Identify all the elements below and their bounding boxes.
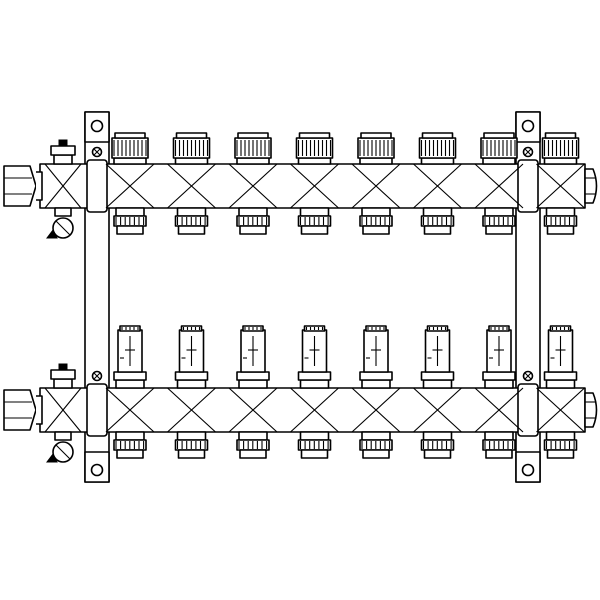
outlet-valve-body (228, 163, 278, 209)
outlet-connector (297, 207, 332, 235)
outlet-3 (228, 325, 278, 459)
bracket-clamp (517, 370, 539, 437)
outlet-5 (351, 325, 401, 459)
outlet-2 (167, 132, 216, 235)
outlet-connector (482, 431, 516, 459)
bracket-clamp (86, 370, 108, 437)
outlet-connector (236, 207, 270, 235)
outlet-valve-body (167, 163, 216, 209)
flow-meter (482, 325, 516, 389)
outlet-connector (359, 207, 393, 235)
outlet-valve-body (351, 387, 401, 433)
outlet-valve-body (290, 387, 339, 433)
rail-supply (3, 132, 598, 239)
outlet-4 (290, 325, 339, 459)
outlet-7 (474, 325, 524, 459)
valve-cap (111, 132, 149, 165)
valve-cap (295, 132, 334, 165)
flow-meter (359, 325, 393, 389)
inlet-valve-body (44, 387, 82, 433)
rail-body (39, 163, 586, 209)
flow-meter (420, 325, 455, 389)
flow-meter (113, 325, 147, 389)
outlet-5 (351, 132, 401, 235)
inlet-union-nut (3, 165, 43, 207)
end-cap (584, 168, 598, 204)
flow-meter (543, 325, 578, 389)
outlet-connector (113, 431, 147, 459)
outlet-connector (113, 207, 147, 235)
outlet-connector (420, 207, 455, 235)
valve-cap (418, 132, 457, 165)
valve-cap (541, 132, 580, 165)
outlet-valve-body (474, 387, 524, 433)
outlet-connector (482, 207, 516, 235)
outlet-connector (297, 431, 332, 459)
outlet-connector (236, 431, 270, 459)
outlet-connector (174, 207, 209, 235)
outlet-valve-body (105, 387, 155, 433)
mounting-hole (521, 463, 535, 477)
outlet-valve-body (413, 163, 462, 209)
outlet-connector (359, 431, 393, 459)
outlet-connector (543, 431, 578, 459)
outlet-1 (105, 325, 155, 459)
flow-meter (297, 325, 332, 389)
outlet-6 (413, 325, 462, 459)
outlet-valve-body (167, 387, 216, 433)
outlet-valve-body (413, 387, 462, 433)
outlet-valve-body (351, 163, 401, 209)
end-cap (584, 392, 598, 428)
outlet-2 (167, 325, 216, 459)
mounting-hole (521, 119, 535, 133)
mounting-hole (90, 119, 104, 133)
mounting-hole (90, 463, 104, 477)
outlet-valve-body (536, 163, 585, 209)
outlet-connector (420, 431, 455, 459)
rail-return (3, 325, 598, 463)
outlet-8 (536, 325, 585, 459)
outlet-valve-body (474, 163, 524, 209)
valve-cap (480, 132, 518, 165)
flow-meter (236, 325, 270, 389)
outlet-connector (174, 431, 209, 459)
drain-valve (46, 207, 74, 239)
outlet-6 (413, 132, 462, 235)
flow-meter (174, 325, 209, 389)
drain-valve (46, 431, 74, 463)
outlet-7 (474, 132, 524, 235)
bracket-clamp (86, 146, 108, 213)
outlet-1 (105, 132, 155, 235)
air-vent (50, 363, 76, 389)
bracket-clamp (517, 146, 539, 213)
outlet-valve-body (105, 163, 155, 209)
inlet-union-nut (3, 389, 43, 431)
outlet-8 (536, 132, 585, 235)
inlet-valve-body (44, 163, 82, 209)
outlet-3 (228, 132, 278, 235)
valve-cap (234, 132, 272, 165)
outlet-4 (290, 132, 339, 235)
valve-cap (357, 132, 395, 165)
air-vent (50, 139, 76, 165)
rail-body (39, 387, 586, 433)
outlet-valve-body (290, 163, 339, 209)
outlet-valve-body (536, 387, 585, 433)
valve-cap (172, 132, 211, 165)
outlet-valve-body (228, 387, 278, 433)
outlet-connector (543, 207, 578, 235)
